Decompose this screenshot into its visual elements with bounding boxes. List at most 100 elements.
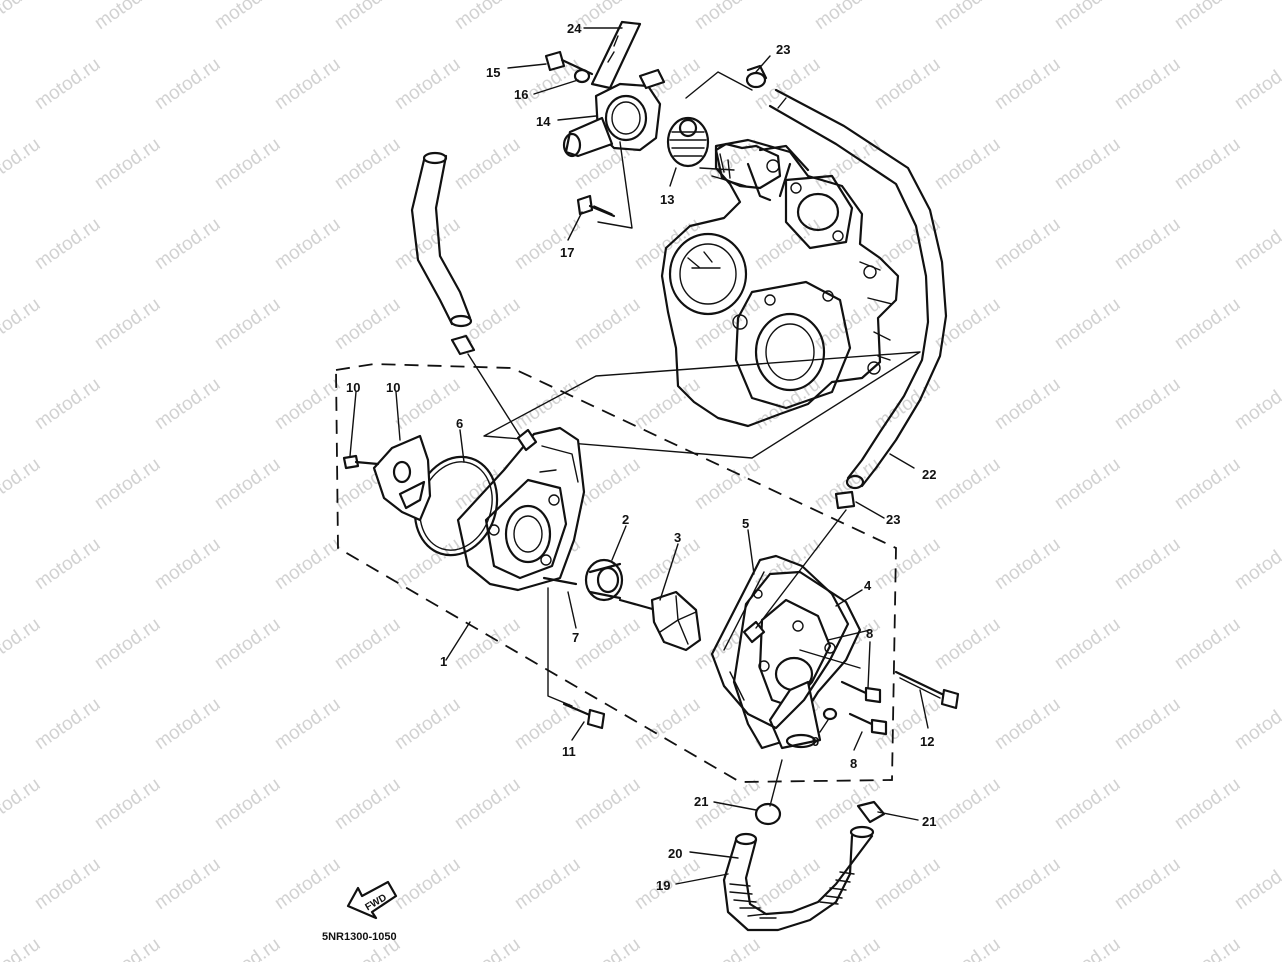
callout-3: 3 xyxy=(674,530,681,545)
callout-17: 16 xyxy=(514,87,528,102)
watermark-text: motod.ru xyxy=(1111,534,1184,594)
watermark-text: motod.ru xyxy=(391,374,464,434)
watermark-text: motod.ru xyxy=(1231,374,1282,434)
watermark-text: motod.ru xyxy=(931,454,1004,514)
watermark-text: motod.ru xyxy=(271,534,344,594)
watermark-text: motod.ru xyxy=(391,214,464,274)
watermark-text: motod.ru xyxy=(1051,134,1124,194)
watermark-text: motod.ru xyxy=(91,0,164,34)
watermark-text: motod.ru xyxy=(451,774,524,834)
watermark-text: motod.ru xyxy=(1171,454,1244,514)
watermark-text: motod.ru xyxy=(1111,54,1184,114)
callout-24: 24 xyxy=(567,21,582,36)
watermark-text: motod.ru xyxy=(511,854,584,914)
watermark-text: motod.ru xyxy=(331,774,404,834)
watermark-text: motod.ru xyxy=(811,0,884,34)
watermark-text: motod.ru xyxy=(0,454,44,514)
watermark-text: motod.ru xyxy=(931,0,1004,34)
watermark-text: motod.ru xyxy=(151,694,224,754)
watermark-text: motod.ru xyxy=(0,614,44,674)
callout-23b: 23 xyxy=(886,512,900,527)
watermark-text: motod.ru xyxy=(1051,294,1124,354)
watermark-text: motod.ru xyxy=(1111,854,1184,914)
callout-22: 22 xyxy=(922,467,936,482)
watermark-text: motod.ru xyxy=(31,534,104,594)
base-outline xyxy=(483,351,921,459)
watermark-text: motod.ru xyxy=(1051,0,1124,34)
callout-23a: 23 xyxy=(776,42,790,57)
watermark-text: motod.ru xyxy=(91,294,164,354)
watermark-text: motod.ru xyxy=(871,534,944,594)
watermark-text: motod.ru xyxy=(1171,614,1244,674)
watermark-text: motod.ru xyxy=(31,374,104,434)
watermark-text: motod.ru xyxy=(151,214,224,274)
watermark-text: motod.ru xyxy=(451,0,524,34)
watermark-text: motod.ru xyxy=(211,134,284,194)
callout-8a: 8 xyxy=(866,626,873,641)
watermark-text: motod.ru xyxy=(31,854,104,914)
watermark-text: motod.ru xyxy=(391,54,464,114)
watermark-text: motod.ru xyxy=(511,374,584,434)
watermark-text: motod.ru xyxy=(1051,454,1124,514)
bearing xyxy=(584,558,624,602)
watermark-text: motod.ru xyxy=(451,614,524,674)
watermark-text: motod.ru xyxy=(631,214,704,274)
watermark-text: motod.ru xyxy=(1171,294,1244,354)
callout-8b: 8 xyxy=(850,756,857,771)
watermark-text: motod.ru xyxy=(211,934,284,962)
callout-12: 11 xyxy=(562,744,576,759)
watermark-text: motod.ru xyxy=(1231,214,1282,274)
callout-20: 20 xyxy=(668,846,682,861)
watermark-text: motod.ru xyxy=(151,54,224,114)
watermark-text: motod.ru xyxy=(211,774,284,834)
watermark-text: motod.ru xyxy=(571,774,644,834)
watermark-text: motod.ru xyxy=(1171,0,1244,34)
cover-plate xyxy=(372,434,432,522)
watermark-text: motod.ru xyxy=(0,134,44,194)
watermark-text: motod.ru xyxy=(211,454,284,514)
callout-10: 10 xyxy=(386,380,400,395)
watermark-text: motod.ru xyxy=(571,614,644,674)
watermark-text: motod.ru xyxy=(1171,774,1244,834)
callout-6: 6 xyxy=(456,416,463,431)
watermark-text: motod.ru xyxy=(0,0,44,34)
screw xyxy=(342,454,380,470)
pump-assembly-box xyxy=(335,363,897,783)
watermark-text: motod.ru xyxy=(691,454,764,514)
watermark-text: motod.ru xyxy=(811,294,884,354)
watermark-text: motod.ru xyxy=(391,534,464,594)
watermark-text: motod.ru xyxy=(151,854,224,914)
callout-15: 14 xyxy=(536,114,551,129)
hose-22 xyxy=(768,88,948,490)
watermark-text: motod.ru xyxy=(91,134,164,194)
watermark-text: motod.ru xyxy=(151,534,224,594)
watermark-text: motod.ru xyxy=(931,774,1004,834)
bottom-hose xyxy=(722,759,886,932)
cylinder-housing xyxy=(660,138,900,428)
watermark-text: motod.ru xyxy=(871,374,944,434)
watermark-text: motod.ru xyxy=(991,694,1064,754)
callout-1: 1 xyxy=(440,654,447,669)
watermark-text: motod.ru xyxy=(931,134,1004,194)
watermark-text: motod.ru xyxy=(691,934,764,962)
callout-21b: 21 xyxy=(922,814,936,829)
watermark-text: motod.ru xyxy=(451,934,524,962)
watermark-text: motod.ru xyxy=(871,54,944,114)
watermark-text: motod.ru xyxy=(751,854,824,914)
callout-14: 13 xyxy=(660,192,674,207)
watermark-text: motod.ru xyxy=(211,614,284,674)
watermark-text: motod.ru xyxy=(811,134,884,194)
hose-clamp-upper xyxy=(745,64,768,89)
watermark-text: motod.ru xyxy=(1111,374,1184,434)
hose-clamp-mid xyxy=(834,490,856,510)
callout-4: 4 xyxy=(864,578,872,593)
watermark-text: motod.ru xyxy=(1111,214,1184,274)
watermark-text: motod.ru xyxy=(271,214,344,274)
watermark-text: motod.ru xyxy=(0,934,44,962)
watermark-text: motod.ru xyxy=(991,854,1064,914)
watermark-text: motod.ru xyxy=(91,774,164,834)
watermark-text: motod.ru xyxy=(31,54,104,114)
watermark-text: motod.ru xyxy=(811,934,884,962)
callout-13: 12 xyxy=(920,734,934,749)
